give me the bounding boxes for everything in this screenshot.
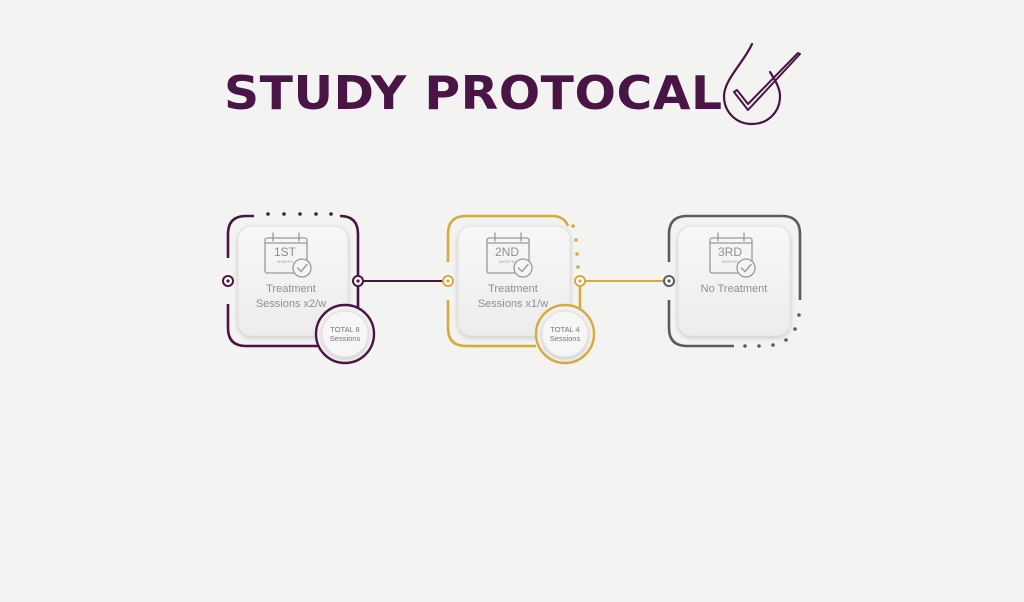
step-1-total-count: TOTAL 8 (330, 325, 360, 334)
step-2-text-line2: Sessions x1/w (477, 298, 549, 310)
step-2-total-unit: Sessions (549, 334, 581, 343)
step-2-total-text: TOTAL 4 Sessions (539, 325, 591, 343)
step-3-month-label: 3RD (717, 245, 742, 259)
step-2-check-icon (513, 258, 533, 278)
step-2-month-sub: MONTH (499, 259, 515, 264)
step-1-total-unit: Sessions (329, 334, 361, 343)
step-1-frame (226, 212, 360, 348)
step-1-text-line2: Sessions x2/w (255, 298, 327, 310)
step-3-check-icon (736, 258, 756, 278)
step-2-calendar-icon (486, 232, 530, 274)
drop-check-icon (722, 42, 801, 126)
step-1-month-label: 1ST (273, 245, 296, 259)
step-1-check-icon (292, 258, 312, 278)
step-2-card (457, 225, 571, 337)
step-3-text-line1: No Treatment (700, 283, 768, 295)
step-1-total-text: TOTAL 8 Sessions (319, 325, 371, 343)
step-3-calendar-icon (709, 232, 753, 274)
step-2-frame (446, 214, 582, 348)
step-2-total-count: TOTAL 4 (550, 325, 580, 334)
step-1-calendar-icon (264, 232, 308, 274)
step-3-month-sub: MONTH (722, 259, 738, 264)
page-title: STUDY PROTOCAL (224, 66, 723, 120)
step-1-month-sub: MONTH (277, 259, 293, 264)
step-1-text-line1: Treatment (266, 283, 316, 295)
step-2-month-label: 2ND (494, 245, 519, 259)
step-2-text-line1: Treatment (488, 283, 538, 295)
step-3-card (677, 225, 791, 337)
step-3-frame (667, 214, 802, 348)
